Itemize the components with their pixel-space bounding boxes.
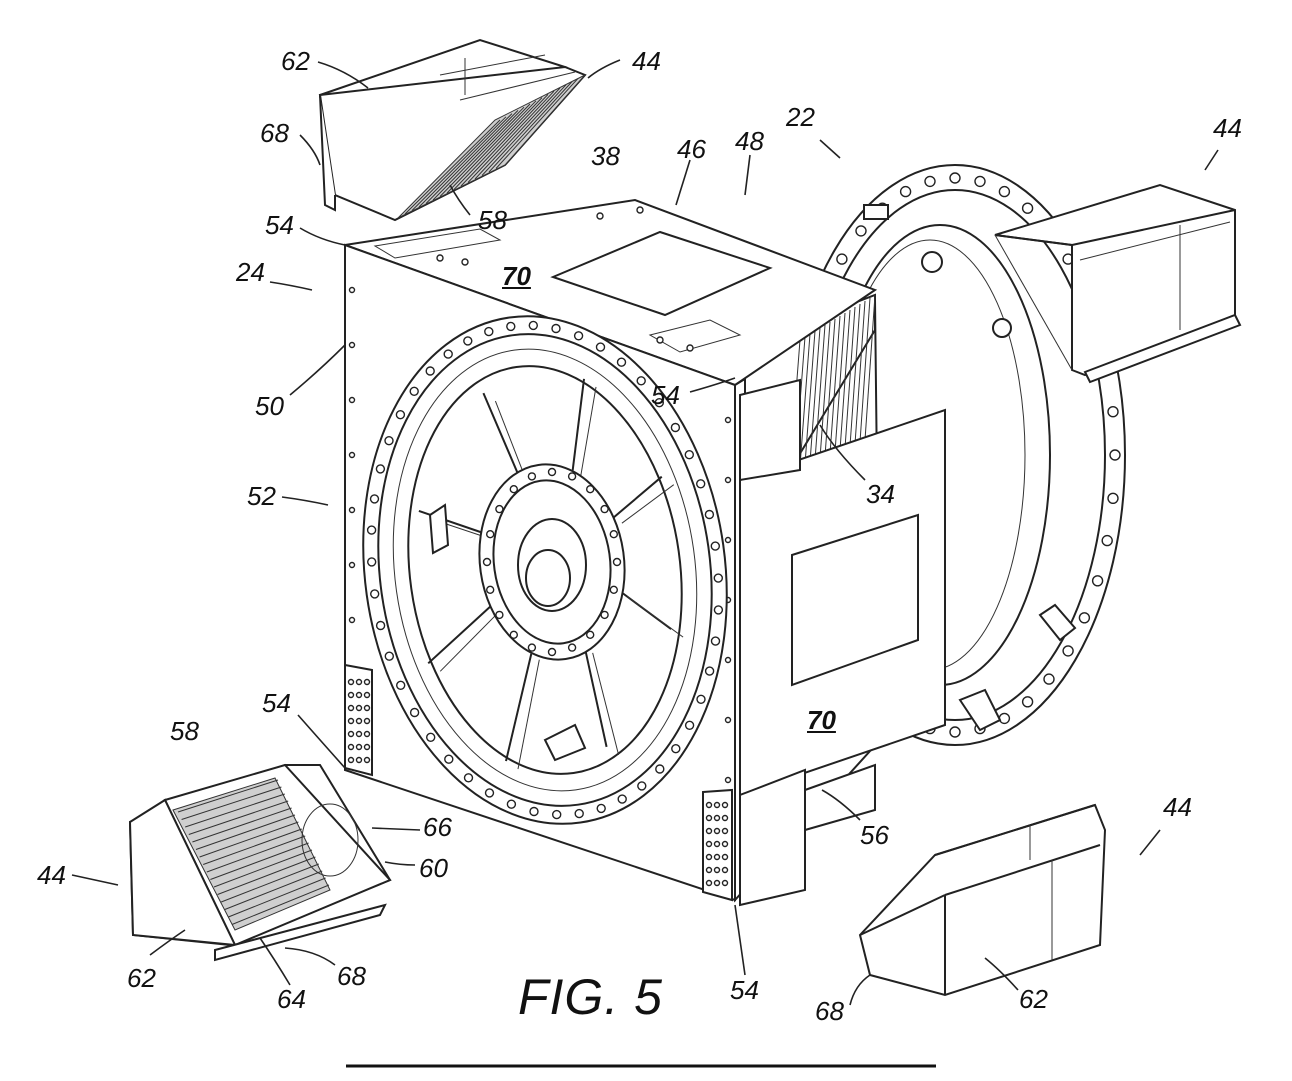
ref-numeral-46: 46: [677, 136, 706, 162]
ref-numeral-62: 62: [281, 48, 310, 74]
ref-numeral-52: 52: [247, 483, 276, 509]
ref-numeral-60: 60: [419, 855, 448, 881]
ref-numeral-70: 70: [502, 263, 531, 289]
ref-numeral-58: 58: [478, 207, 507, 233]
ref-numeral-56: 56: [860, 822, 889, 848]
ref-numeral-22: 22: [786, 104, 815, 130]
ref-numeral-48: 48: [735, 128, 764, 154]
ref-numeral-62: 62: [1019, 986, 1048, 1012]
ref-numeral-44: 44: [1163, 794, 1192, 820]
ref-numeral-62: 62: [127, 965, 156, 991]
ref-numeral-58: 58: [170, 718, 199, 744]
ref-numeral-50: 50: [255, 393, 284, 419]
cooler-bottom-left: [130, 765, 390, 960]
ref-numeral-54: 54: [262, 690, 291, 716]
ref-numeral-68: 68: [260, 120, 289, 146]
terminal-strip-right: [703, 790, 732, 900]
ref-numeral-24: 24: [236, 259, 265, 285]
figure-caption: FIG. 5: [518, 968, 663, 1026]
ref-numeral-64: 64: [277, 986, 306, 1012]
cooler-bottom-right: [860, 805, 1105, 995]
ref-numeral-66: 66: [423, 814, 452, 840]
ref-numeral-44: 44: [1213, 115, 1242, 141]
cooler-top-left: [320, 40, 585, 220]
ref-numeral-70: 70: [807, 707, 836, 733]
ref-numeral-54: 54: [730, 977, 759, 1003]
ref-numeral-68: 68: [337, 963, 366, 989]
ref-numeral-54: 54: [651, 382, 680, 408]
ref-numeral-54: 54: [265, 212, 294, 238]
ref-numeral-38: 38: [591, 143, 620, 169]
ref-numeral-44: 44: [37, 862, 66, 888]
ref-numeral-34: 34: [866, 481, 895, 507]
ref-numeral-68: 68: [815, 998, 844, 1024]
ref-numeral-44: 44: [632, 48, 661, 74]
terminal-strip-left: [345, 665, 372, 775]
